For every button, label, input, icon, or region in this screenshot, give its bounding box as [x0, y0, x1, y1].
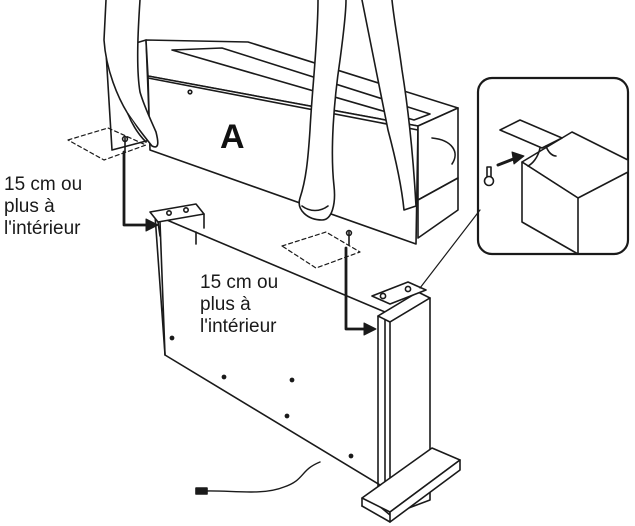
instruction-label-center: 15 cm ou plus à l'intérieur	[198, 272, 281, 338]
stand-back-board	[154, 214, 386, 489]
hands	[103, 0, 417, 221]
detail-inset	[476, 76, 630, 256]
assembly-arrow-left	[122, 150, 159, 232]
instruction-label-left: 15 cm ou plus à l'intérieur	[2, 174, 85, 240]
position-guides	[67, 127, 361, 269]
label-line: plus à	[4, 196, 55, 217]
label-line: plus à	[200, 294, 251, 315]
cable	[204, 461, 321, 493]
label-line: l'intérieur	[4, 218, 81, 239]
assembly-arrow-right	[344, 246, 377, 336]
cable-plug	[195, 487, 208, 495]
label-line: 15 cm ou	[4, 174, 83, 195]
left-side-bracket	[149, 203, 205, 237]
label-line: l'intérieur	[200, 316, 277, 337]
part-letter-a: A	[220, 118, 245, 156]
callout-line	[419, 209, 481, 289]
stand-right-side-panel	[361, 281, 461, 523]
label-line: 15 cm ou	[200, 272, 279, 293]
